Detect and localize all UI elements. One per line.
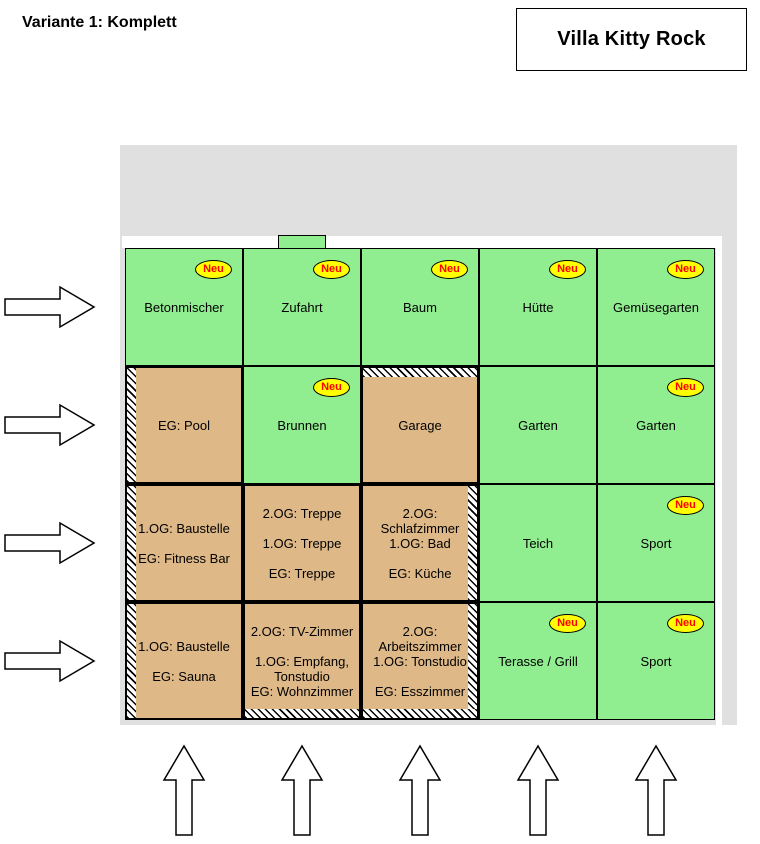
- cell-label: 2.OG: Treppe 1.OG: Treppe EG: Treppe: [262, 505, 342, 581]
- grid-cell-2-og: 2.OG: Schlafzimmer 1.OG: Bad EG: Küche: [361, 484, 479, 602]
- neu-badge: Neu: [313, 260, 350, 279]
- villa-title-box: Villa Kitty Rock: [516, 8, 747, 71]
- arrow-up-icon: [516, 744, 560, 836]
- cell-label: Garten: [636, 417, 676, 433]
- wall-hatch-bottom: [363, 709, 477, 718]
- neu-badge: Neu: [549, 260, 586, 279]
- cell-label: Sport: [640, 653, 672, 669]
- cell-label: Teich: [522, 535, 554, 551]
- cell-label: 2.OG: TV-Zimmer 1.OG: Empfang, Tonstudio…: [250, 623, 354, 699]
- neu-badge: Neu: [431, 260, 468, 279]
- arrow-up-icon: [162, 744, 206, 836]
- arrow-up-icon: [634, 744, 678, 836]
- arrow-right-icon: [4, 639, 96, 683]
- cell-label: 2.OG: Schlafzimmer 1.OG: Bad EG: Küche: [380, 505, 460, 581]
- cell-label: Baum: [403, 299, 437, 315]
- cell-label: Gemüsegarten: [613, 299, 699, 315]
- neu-badge: Neu: [313, 378, 350, 397]
- zufahrt-entrance: [278, 235, 326, 249]
- cell-label: 1.OG: Baustelle EG: Fitness Bar: [138, 520, 230, 566]
- grid-cell-2-og-treppe: 2.OG: Treppe 1.OG: Treppe EG: Treppe: [243, 484, 361, 602]
- arrow-right-icon: [4, 285, 96, 329]
- arrow-right-icon: [4, 403, 96, 447]
- villa-title: Villa Kitty Rock: [557, 28, 706, 50]
- arrow-right-icon: [4, 521, 96, 565]
- wall-hatch-right: [468, 604, 477, 718]
- cell-label: Zufahrt: [281, 299, 323, 315]
- neu-badge: Neu: [667, 496, 704, 515]
- grid-cell-eg-pool: EG: Pool: [125, 366, 243, 484]
- cell-label: Garage: [398, 417, 442, 433]
- cell-label: 2.OG: Arbeitszimmer 1.OG: Tonstudio EG: …: [373, 623, 467, 699]
- grid-cell-2-og-tv-zimmer: 2.OG: TV-Zimmer 1.OG: Empfang, Tonstudio…: [243, 602, 361, 720]
- wall-hatch-left: [127, 486, 136, 600]
- grid-cell-2-og: 2.OG: Arbeitszimmer 1.OG: Tonstudio EG: …: [361, 602, 479, 720]
- cell-label: Terasse / Grill: [498, 653, 578, 669]
- wall-hatch-left: [127, 368, 136, 482]
- cell-label: EG: Pool: [157, 417, 211, 433]
- neu-badge: Neu: [667, 378, 704, 397]
- grid-cell-teich: Teich: [479, 484, 597, 602]
- grid-cell-garten: Garten: [479, 366, 597, 484]
- cell-label: Betonmischer: [144, 299, 224, 315]
- neu-badge: Neu: [549, 614, 586, 633]
- cell-label: Garten: [518, 417, 558, 433]
- cell-label: Hütte: [522, 299, 554, 315]
- grid-cell-garage: Garage: [361, 366, 479, 484]
- top-gap: [122, 236, 717, 248]
- wall-hatch-right: [468, 486, 477, 600]
- wall-hatch-top: [363, 368, 477, 377]
- neu-badge: Neu: [667, 614, 704, 633]
- right-gap: [716, 236, 722, 725]
- grid-cell-1-og-baustelle: 1.OG: Baustelle EG: Sauna: [125, 602, 243, 720]
- arrow-up-icon: [280, 744, 324, 836]
- arrow-up-icon: [398, 744, 442, 836]
- page-title: Variante 1: Komplett: [22, 14, 177, 31]
- cell-label: Brunnen: [277, 417, 327, 433]
- neu-badge: Neu: [667, 260, 704, 279]
- cell-label: Sport: [640, 535, 672, 551]
- neu-badge: Neu: [195, 260, 232, 279]
- cell-label: 1.OG: Baustelle EG: Sauna: [138, 638, 230, 684]
- grid-cell-1-og-baustelle: 1.OG: Baustelle EG: Fitness Bar: [125, 484, 243, 602]
- wall-hatch-bottom: [245, 709, 359, 718]
- wall-hatch-left: [127, 604, 136, 718]
